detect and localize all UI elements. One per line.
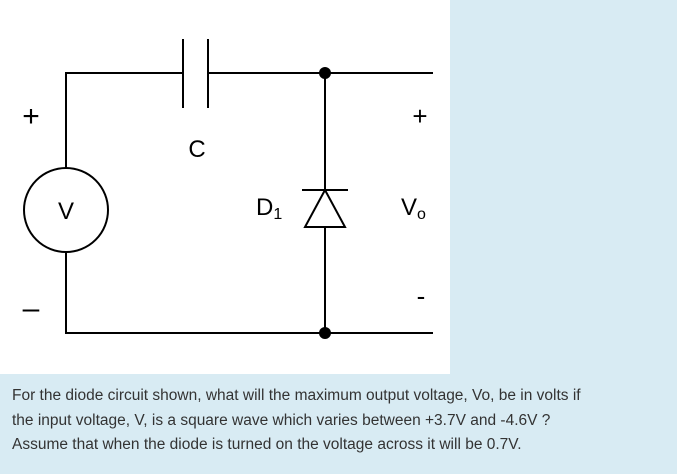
output-label: Vo bbox=[401, 194, 426, 223]
input-plus-sign: + bbox=[22, 100, 40, 133]
output-label-sub: o bbox=[417, 206, 426, 223]
question-line-2: the input voltage, V, is a square wave w… bbox=[12, 411, 551, 429]
circuit-diagram: + – V C D1 + Vo - bbox=[0, 0, 450, 374]
output-minus-sign: - bbox=[417, 281, 426, 311]
junction-dot-top bbox=[319, 67, 331, 79]
output-plus-sign: + bbox=[412, 101, 427, 131]
input-minus-sign: – bbox=[23, 292, 40, 325]
source-label: V bbox=[58, 198, 74, 225]
circuit-svg: + – V C D1 + Vo - bbox=[22, 39, 433, 339]
output-label-main: V bbox=[401, 194, 417, 221]
diode-label-main: D bbox=[256, 194, 273, 221]
junction-dot-bottom bbox=[319, 327, 331, 339]
diode-label: D1 bbox=[256, 194, 282, 223]
question-text: For the diode circuit shown, what will t… bbox=[12, 384, 672, 458]
diode-label-sub: 1 bbox=[273, 206, 282, 223]
question-line-1: For the diode circuit shown, what will t… bbox=[12, 387, 581, 404]
capacitor-label: C bbox=[188, 136, 205, 163]
question-line-3: Assume that when the diode is turned on … bbox=[12, 436, 522, 453]
diode-triangle bbox=[303, 187, 347, 228]
